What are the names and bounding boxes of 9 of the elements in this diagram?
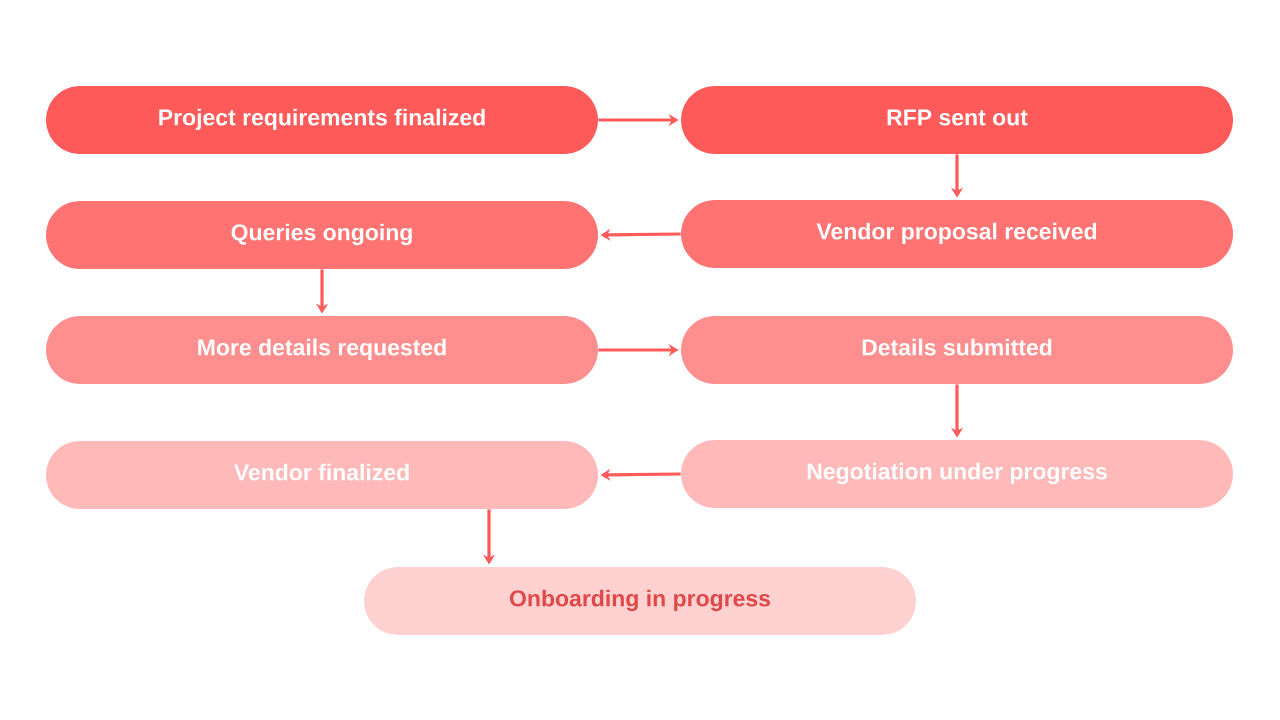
process-box: RFP sent out	[681, 86, 1233, 154]
process-box: Negotiation under progress	[681, 440, 1233, 508]
process-box: Onboarding in progress	[364, 567, 916, 635]
process-box: Project requirements finalized	[46, 86, 598, 154]
process-box: More details requested	[46, 316, 598, 384]
process-box: Queries ongoing	[46, 201, 598, 269]
process-box: Details submitted	[681, 316, 1233, 384]
process-box: Vendor proposal received	[681, 200, 1233, 268]
process-box: Vendor finalized	[46, 441, 598, 509]
